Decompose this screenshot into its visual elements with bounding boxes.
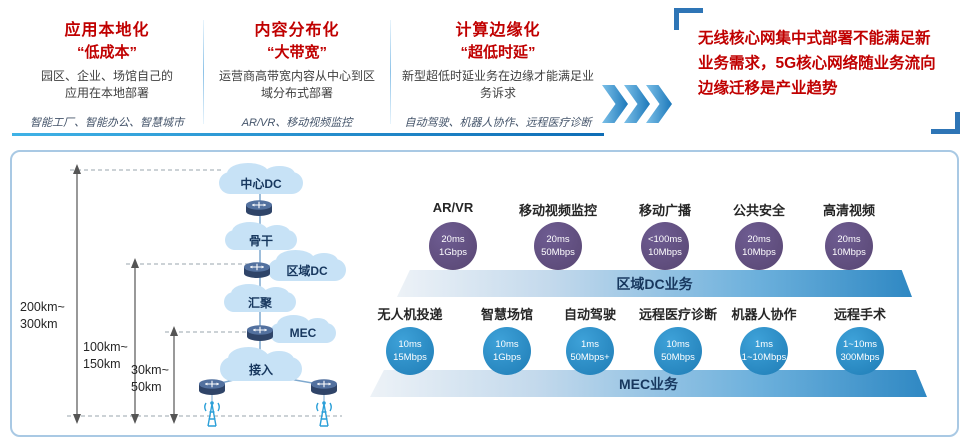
level-label-mec: MEC <box>289 326 317 340</box>
router-icon <box>198 378 226 396</box>
latency-value: <100ms <box>647 233 683 245</box>
router-icon <box>310 378 338 396</box>
bandwidth-value: 50Mbps <box>541 247 575 258</box>
bandwidth-value: 300Mbps <box>840 352 880 363</box>
service-bubble-mobile-video-surveillance: 20ms 50Mbps <box>534 222 582 270</box>
level-label-aggregation: 汇聚 <box>247 295 272 310</box>
latency-value: 10ms <box>666 338 690 350</box>
latency-value: 20ms <box>837 233 861 245</box>
regional-dc-services-bar: 区域DC业务 <box>397 270 912 297</box>
pillar-title: 内容分布化 <box>254 22 340 39</box>
antenna-icon <box>200 399 224 429</box>
level-label-backbone: 骨干 <box>248 233 273 248</box>
callout-text: 无线核心网集中式部署不能满足新业务需求，5G核心网络随业务流向边缘迁移是产业趋势 <box>698 30 936 98</box>
service-label-mobile-video-surveillance: 移动视频监控 <box>518 203 597 218</box>
pillar-desc: 新型超低时延业务在边缘才能满足业务诉求 <box>401 69 594 101</box>
latency-value: 1ms <box>581 338 599 350</box>
cloud-center-dc: 中心DC <box>219 163 303 194</box>
bandwidth-value: 10Mbps <box>832 247 866 258</box>
service-label-arvr: AR/VR <box>432 200 474 215</box>
service-bubble-arvr: 20ms 1Gbps <box>429 222 477 270</box>
service-bubble-drone-delivery: 10ms 15Mbps <box>386 327 434 375</box>
mec-bar-label: MEC业务 <box>618 375 679 392</box>
router-icon <box>245 199 273 217</box>
distance-label-core: 200km~ 300km <box>20 300 65 331</box>
pillar-examples: 智能工厂、智能办公、智慧城市 <box>30 117 184 129</box>
pillar-examples: 自动驾驶、机器人协作、远程医疗诊断 <box>404 117 592 129</box>
header-divider <box>390 20 391 124</box>
latency-value: 20ms <box>546 233 570 245</box>
service-bubble-robot-collaboration: 1ms 1~10Mbps <box>740 327 788 375</box>
service-label-remote-diagnosis: 远程医疗诊断 <box>638 307 717 322</box>
bandwidth-value: 1Gbps <box>439 247 467 258</box>
service-bubble-mobile-broadcast: <100ms 10Mbps <box>641 222 689 270</box>
service-label-smart-venue: 智慧场馆 <box>480 307 533 322</box>
pillar-edge-computing: 计算边缘化 “超低时延” 新型超低时延业务在边缘才能满足业务诉求 自动驾驶、机器… <box>392 16 604 134</box>
distance-label-mec: 30km~ 50km <box>131 363 169 394</box>
latency-value: 10ms <box>398 338 422 350</box>
service-label-remote-surgery: 远程手术 <box>833 307 886 322</box>
router-icon <box>243 261 271 279</box>
pillar-title: 计算边缘化 <box>455 22 541 39</box>
pillar-desc: 园区、企业、场馆自己的应用在本地部署 <box>40 69 173 101</box>
antenna-icon <box>312 399 336 429</box>
level-label-center-dc: 中心DC <box>240 176 282 191</box>
service-label-hd-video: 高清视频 <box>822 203 875 218</box>
distance-label-regional: 100km~ 150km <box>83 340 128 371</box>
pillar-quote: “超低时延” <box>460 44 536 61</box>
service-bubble-remote-surgery: 1~10ms 300Mbps <box>836 327 884 375</box>
bandwidth-value: 1~10Mbps <box>741 352 787 363</box>
cloud-access: 接入 <box>220 347 302 381</box>
cloud-mec: MEC <box>270 315 336 343</box>
cloud-aggregation: 汇聚 <box>224 284 296 312</box>
service-bubble-remote-diagnosis: 10ms 50Mbps <box>654 327 702 375</box>
cloud-regional-dc: 区域DC <box>268 250 346 281</box>
pillar-content-distribution: 内容分布化 “大带宽” 运营商高带宽内容从中心到区域分布式部署 AR/VR、移动… <box>206 16 388 134</box>
header-divider <box>203 20 204 124</box>
router-icon <box>246 324 274 342</box>
service-bubble-hd-video: 20ms 10Mbps <box>825 222 873 270</box>
cloud-backbone: 骨干 <box>225 222 297 250</box>
bandwidth-value: 10Mbps <box>648 247 682 258</box>
bandwidth-value: 50Mbps+ <box>570 352 610 363</box>
pillar-app-localization: 应用本地化 “低成本” 园区、企业、场馆自己的应用在本地部署 智能工厂、智能办公… <box>12 16 202 134</box>
service-label-mobile-broadcast: 移动广播 <box>638 203 691 218</box>
pillar-examples: AR/VR、移动视频监控 <box>241 117 353 129</box>
service-bubble-smart-venue: 10ms 1Gbps <box>483 327 531 375</box>
latency-value: 1ms <box>755 338 773 350</box>
service-label-robot-collaboration: 机器人协作 <box>731 307 797 322</box>
bandwidth-value: 15Mbps <box>393 352 427 363</box>
pillar-quote: “大带宽” <box>266 44 327 61</box>
chevron-right-icon <box>602 85 628 123</box>
pillar-title: 应用本地化 <box>64 22 150 39</box>
bandwidth-value: 1Gbps <box>493 352 521 363</box>
bandwidth-value: 10Mbps <box>742 247 776 258</box>
corner-bracket-bottom-right-icon <box>931 112 960 134</box>
pillar-desc: 运营商高带宽内容从中心到区域分布式部署 <box>218 69 375 101</box>
corner-bracket-top-left-icon <box>674 8 703 30</box>
bandwidth-value: 50Mbps <box>661 352 695 363</box>
latency-value: 20ms <box>747 233 771 245</box>
latency-value: 1~10ms <box>842 338 878 350</box>
level-label-access: 接入 <box>248 362 273 377</box>
topology-connector-lines <box>67 164 342 424</box>
level-label-regional-dc: 区域DC <box>286 263 328 278</box>
topology-panel: 200km~ 300km 100km~ 150km 30km~ 50km 中心D… <box>10 150 959 437</box>
service-label-autonomous-driving: 自动驾驶 <box>563 307 616 322</box>
service-bubble-autonomous-driving: 1ms 50Mbps+ <box>566 327 614 375</box>
mec-services-bar: MEC业务 <box>370 370 927 397</box>
service-bubble-public-safety: 20ms 10Mbps <box>735 222 783 270</box>
service-label-public-safety: 公共安全 <box>732 203 785 218</box>
latency-value: 10ms <box>495 338 519 350</box>
service-label-drone-delivery: 无人机投递 <box>377 307 443 322</box>
header-underline <box>12 133 604 136</box>
regional-dc-bar-label: 区域DC业务 <box>616 275 693 292</box>
pillar-quote: “低成本” <box>76 44 137 61</box>
latency-value: 20ms <box>441 233 465 245</box>
callout: 无线核心网集中式部署不能满足新业务需求，5G核心网络随业务流向边缘迁移是产业趋势 <box>674 8 960 134</box>
